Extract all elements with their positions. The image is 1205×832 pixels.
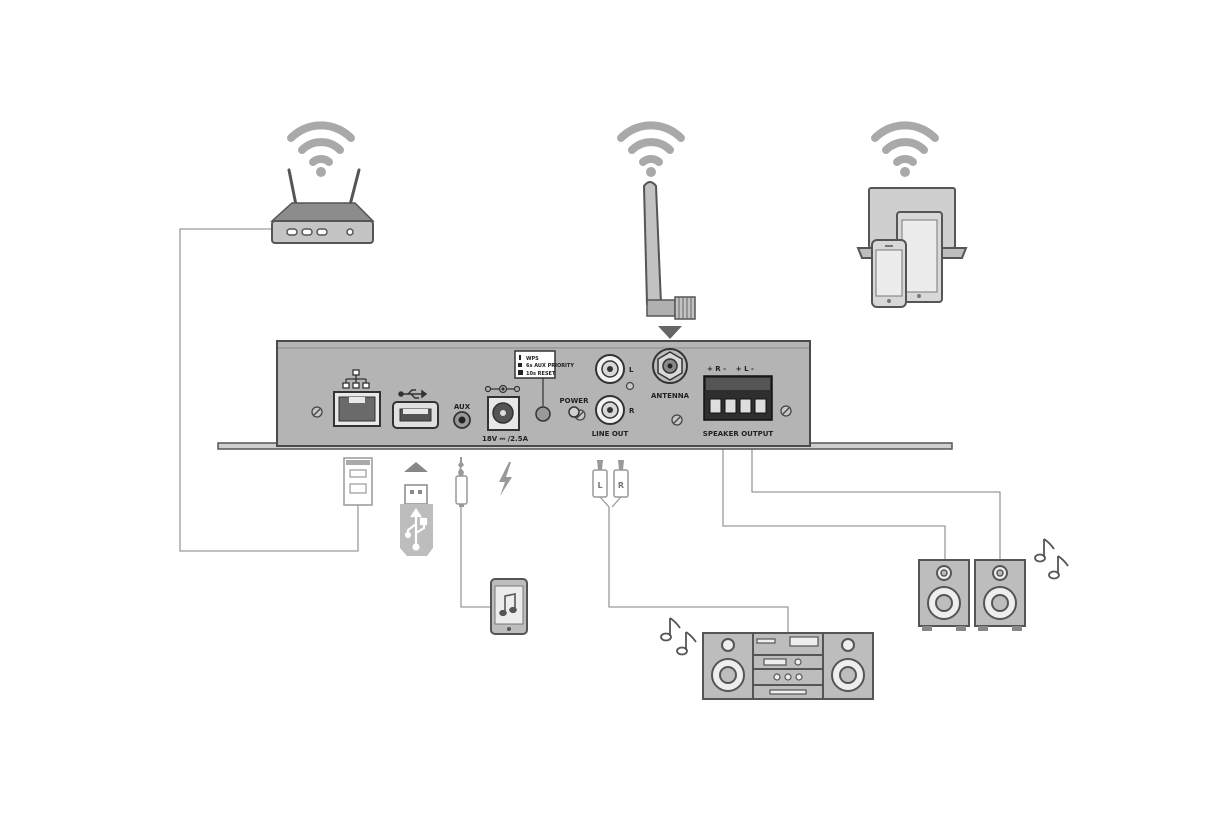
hifi-system-icon — [702, 632, 874, 700]
ethernet-wire — [179, 228, 359, 552]
speaker-terminal-label: + R - + L - — [707, 365, 754, 373]
smartphone-icon — [490, 578, 528, 635]
music-note-icon — [1034, 538, 1055, 563]
router-icon — [270, 168, 375, 244]
power-led — [568, 406, 580, 418]
music-note-icon — [676, 631, 697, 656]
wifi-icon — [291, 125, 351, 177]
dc-rating-label: 18V ⎓ /2.5A — [482, 435, 529, 443]
screw-icon — [311, 406, 323, 418]
legend-reset: 10s RESET — [526, 371, 556, 377]
aux-label: AUX — [454, 403, 471, 411]
arrow-up-icon — [404, 462, 428, 472]
legend-wps: WPS — [526, 356, 539, 362]
router — [270, 125, 375, 244]
antenna-label: ANTENNA — [651, 392, 690, 400]
line-out-label: LINE OUT — [592, 430, 629, 438]
speaker-wire-right — [722, 449, 946, 560]
speaker-icon — [974, 559, 1026, 632]
streaming-amplifier: AUX 18V ⎓ /2.5A WPS 6s AUX P — [217, 340, 953, 450]
mobile-devices — [856, 125, 968, 308]
power-indicator: POWER — [560, 397, 590, 418]
rca-left-label: L — [629, 366, 634, 374]
wps-reset-button-group: WPS 6s AUX PRIORITY 10s RESET — [514, 350, 574, 422]
ethernet-plug — [343, 457, 373, 506]
music-note-icon — [660, 617, 681, 642]
wps-reset-button[interactable] — [535, 406, 551, 422]
smartphone-music — [490, 578, 528, 635]
screw-icon — [671, 414, 683, 426]
passive-speakers — [918, 538, 1069, 632]
antenna-icon — [642, 181, 696, 339]
rca-plug-icon: L R — [592, 460, 629, 498]
aux-port: AUX — [453, 403, 471, 429]
dc-power-port: 18V ⎓ /2.5A — [482, 384, 529, 443]
usb-stick — [400, 462, 433, 556]
speaker-wire-left — [751, 449, 1001, 560]
dc-polarity-icon — [484, 384, 521, 394]
hifi-system — [660, 617, 874, 700]
smartphone-icon — [871, 239, 907, 308]
usb-icon — [398, 389, 428, 399]
antenna-port: ANTENNA — [651, 348, 690, 400]
power-label: POWER — [560, 397, 590, 405]
music-note-icon — [1048, 555, 1069, 580]
rca-wire-right — [611, 496, 622, 508]
arrow-down-icon — [658, 326, 682, 339]
connection-wires — [179, 228, 1001, 636]
audio-jack-icon — [455, 457, 468, 507]
speaker-icon — [918, 559, 970, 632]
usb-icon — [404, 508, 428, 551]
screw-icon — [780, 405, 792, 417]
music-note-icon — [499, 593, 517, 617]
ethernet-icon — [342, 369, 370, 389]
rca-plug-left-tag: L — [597, 481, 602, 490]
antenna — [621, 125, 696, 339]
wifi-icon — [875, 125, 935, 177]
rca-plug-right-tag: R — [618, 481, 624, 490]
speaker-output-port: + R - + L - SPEAKER OUTPUT — [703, 365, 774, 438]
lightning-icon — [499, 462, 512, 496]
line-out-port: L R LINE OUT — [592, 354, 635, 438]
usb-port — [392, 389, 439, 429]
wifi-icon — [621, 125, 681, 177]
rca-right-label: R — [629, 407, 635, 415]
rca-wire — [599, 496, 789, 636]
aux-wire — [460, 505, 493, 608]
legend-aux-priority: 6s AUX PRIORITY — [526, 363, 574, 369]
ethernet-port — [333, 369, 381, 427]
speaker-output-label: SPEAKER OUTPUT — [703, 430, 774, 438]
